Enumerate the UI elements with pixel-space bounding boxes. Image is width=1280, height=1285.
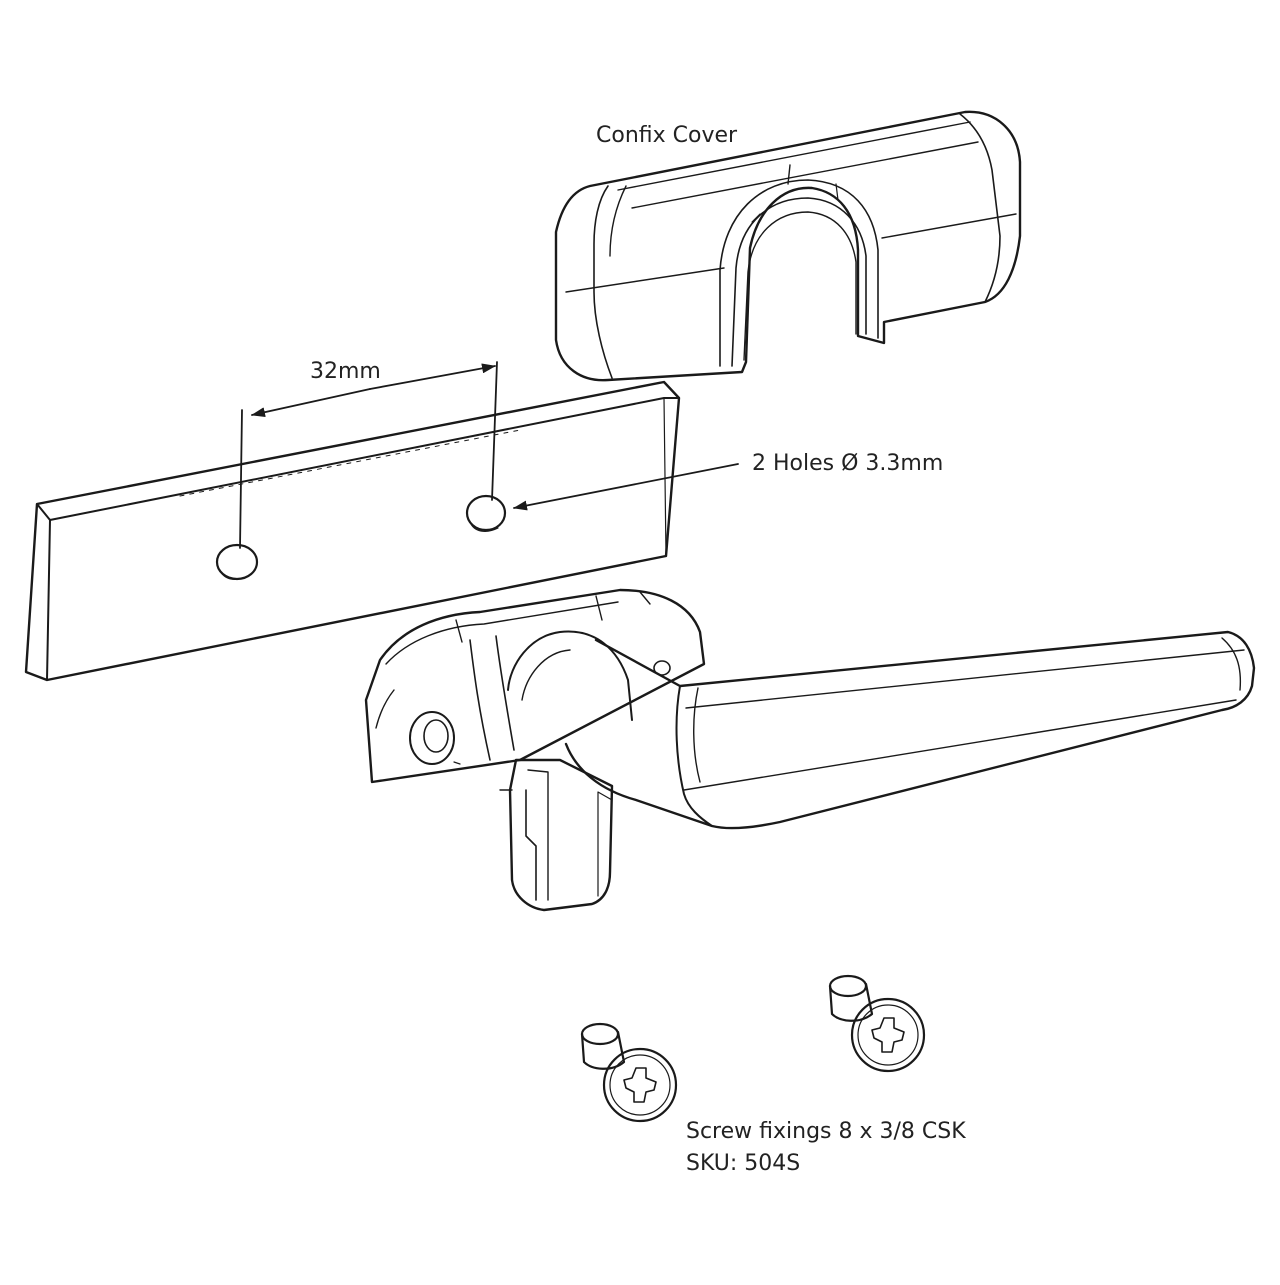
mounting-hole-right <box>465 494 507 532</box>
window-handle <box>364 588 1256 912</box>
holes-label: 2 Holes Ø 3.3mm <box>752 451 943 476</box>
screw-right <box>828 974 926 1073</box>
confix-cover <box>554 110 1022 382</box>
holes-leader-arrow <box>513 463 739 511</box>
spacing-label: 32mm <box>310 359 381 384</box>
screw-left <box>580 1022 678 1123</box>
confix-cover-label: Confix Cover <box>596 123 738 148</box>
screws-label-line1: Screw fixings 8 x 3/8 CSK <box>686 1119 966 1144</box>
screws-label-line2: SKU: 504S <box>686 1151 800 1176</box>
mounting-plate <box>24 380 681 682</box>
spacing-dimension <box>239 361 498 549</box>
dimension-arrow-line <box>251 388 371 418</box>
